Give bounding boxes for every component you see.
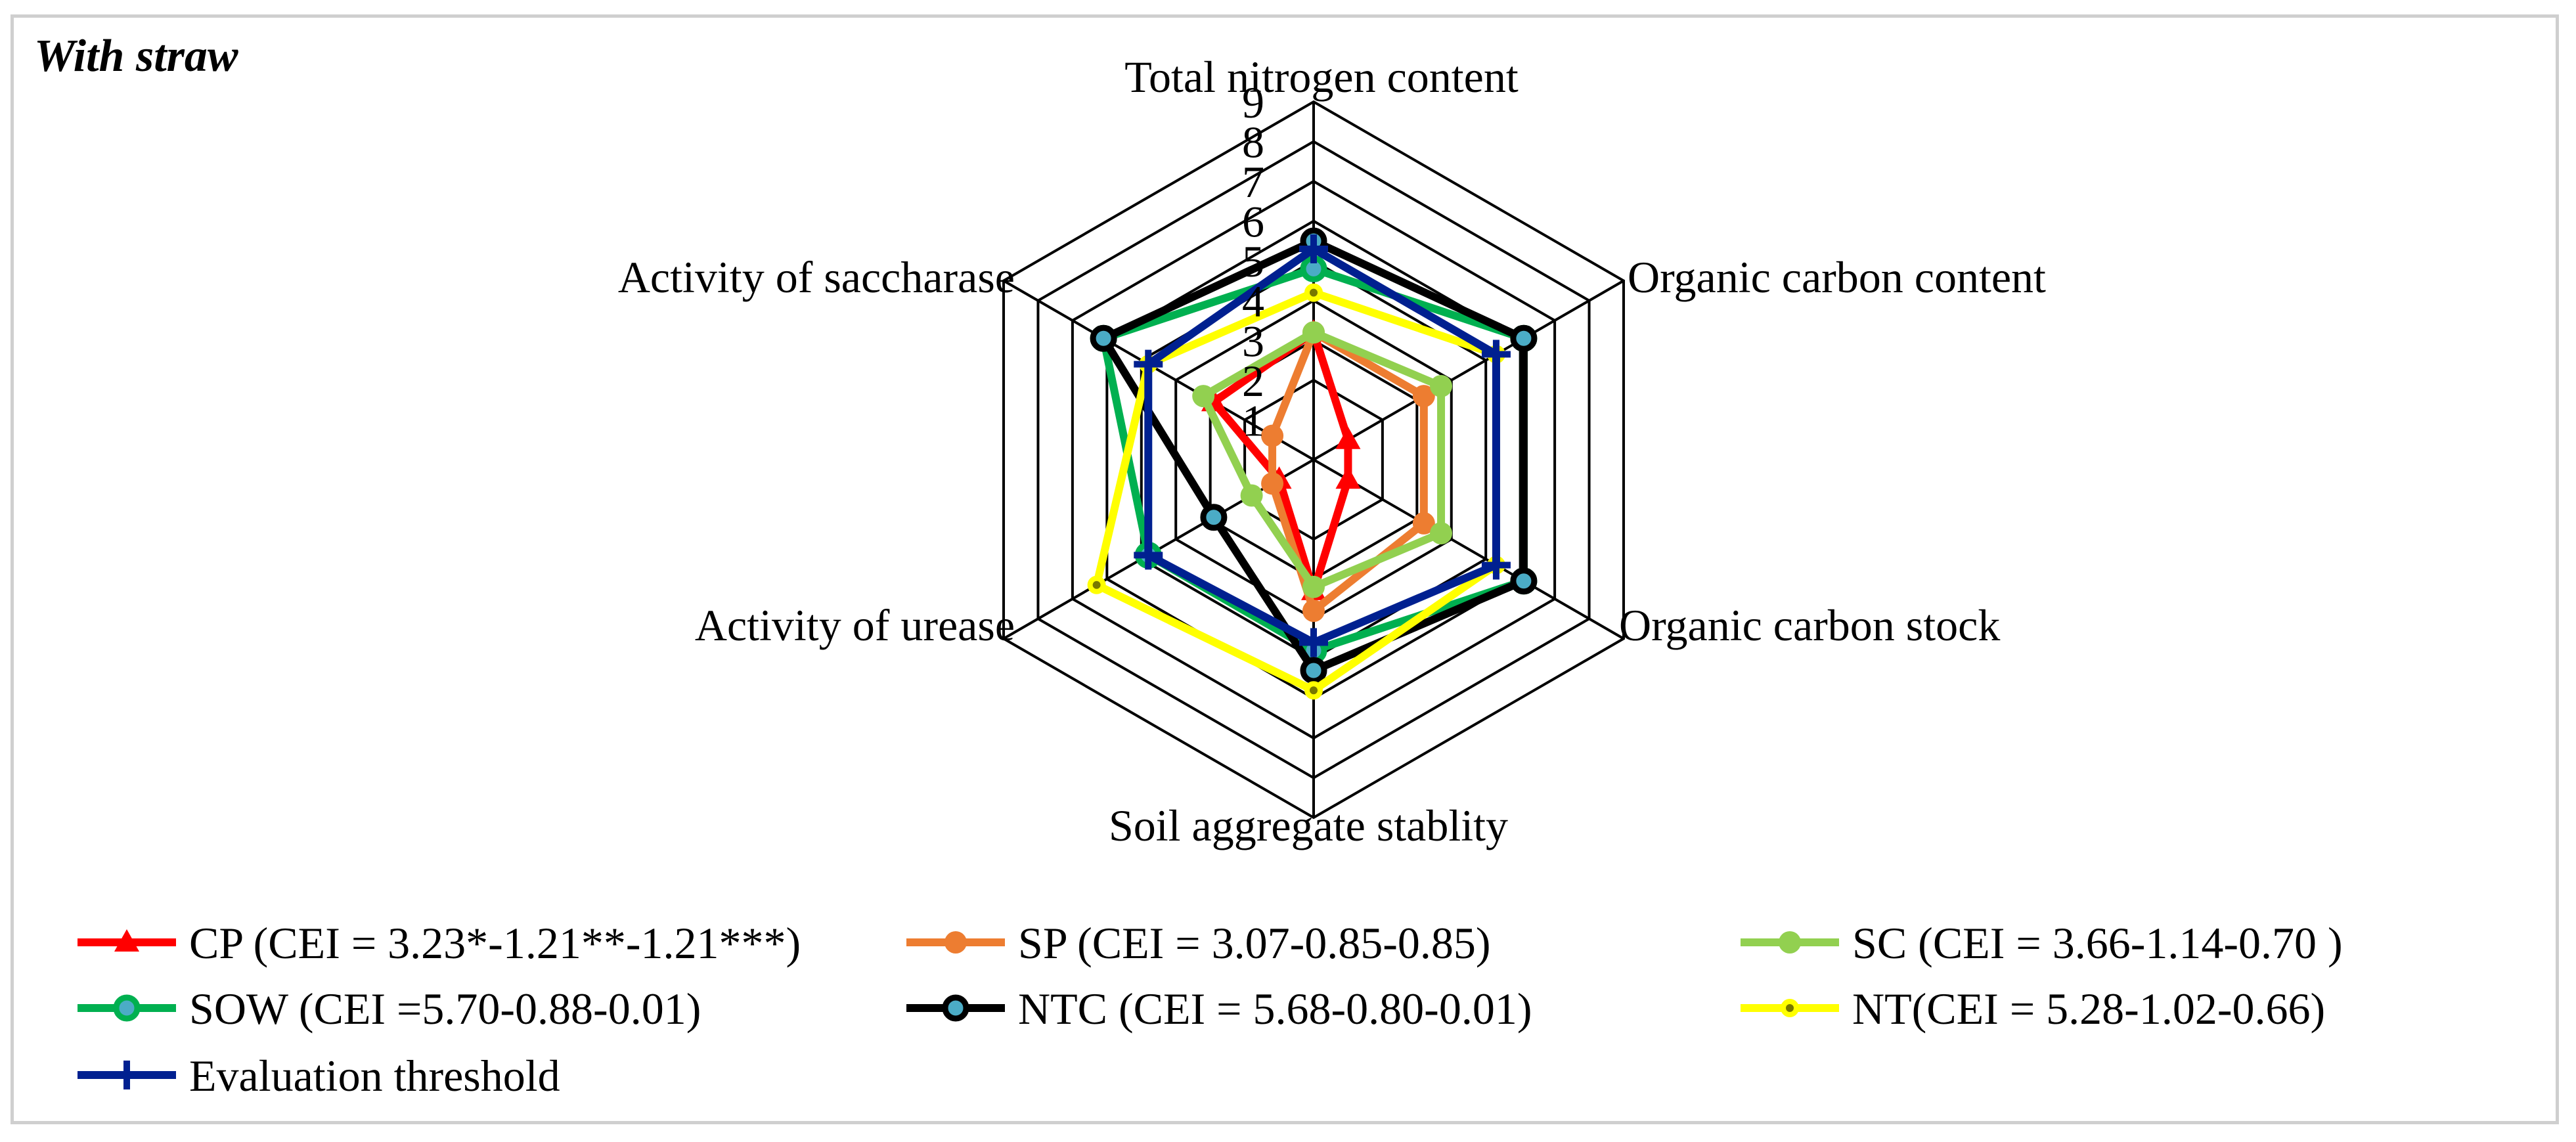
axis-label: Organic carbon content	[1628, 252, 2046, 302]
chart-title: With straw	[34, 31, 238, 81]
series-marker	[1300, 657, 1327, 684]
series-marker	[1335, 466, 1361, 489]
legend-item: SOW (CEI =5.70-0.88-0.01)	[78, 984, 701, 1034]
legend-label: SC (CEI = 3.66-1.14-0.70 )	[1852, 918, 2343, 968]
series-marker	[1087, 575, 1106, 594]
axis-label: Total nitrogen content	[1124, 52, 1519, 102]
legend-item: NT(CEI = 5.28-1.02-0.66)	[1741, 984, 2325, 1034]
radial-tick-label: 7	[1242, 157, 1264, 207]
series-marker	[1240, 484, 1263, 507]
axis-label: Activity of saccharase	[618, 252, 1015, 302]
legend-label: SP (CEI = 3.07-0.85-0.85)	[1018, 918, 1491, 968]
grid-spoke	[1313, 458, 1624, 640]
series-marker	[1781, 999, 1799, 1017]
series-marker	[1412, 385, 1435, 408]
grid-spoke	[1313, 279, 1624, 461]
series-marker	[944, 931, 967, 954]
series-0	[1201, 319, 1361, 600]
series-marker	[1510, 324, 1538, 352]
series-marker	[1430, 522, 1453, 545]
series-marker	[113, 994, 141, 1022]
series-marker	[942, 994, 969, 1022]
legend-label: CP (CEI = 3.23*-1.21**-1.21***)	[189, 918, 801, 968]
radial-tick-label: 5	[1242, 236, 1264, 286]
radial-tick-label: 6	[1242, 197, 1264, 247]
legend-label: Evaluation threshold	[189, 1051, 560, 1101]
series-4	[1090, 227, 1538, 684]
series-marker	[1304, 283, 1323, 302]
series-marker	[1261, 424, 1284, 447]
series-marker	[1302, 600, 1325, 623]
series-marker	[1302, 321, 1325, 344]
series-marker	[1200, 504, 1228, 531]
legend-item: NTC (CEI = 5.68-0.80-0.01)	[906, 984, 1532, 1034]
legend-item: SP (CEI = 3.07-0.85-0.85)	[906, 918, 1491, 968]
legend-label: SOW (CEI =5.70-0.88-0.01)	[189, 984, 701, 1034]
chart-frame	[11, 14, 2559, 1124]
series-marker	[1779, 931, 1801, 954]
radial-tick-label: 9	[1242, 77, 1264, 127]
radial-tick-label: 1	[1242, 395, 1264, 445]
axis-label: Soil aggregate stablity	[1109, 801, 1508, 850]
legend-item: CP (CEI = 3.23*-1.21**-1.21***)	[78, 918, 801, 968]
radial-tick-label: 3	[1242, 316, 1264, 366]
series-marker	[1192, 385, 1215, 408]
radial-tick-label: 2	[1242, 356, 1264, 406]
series-marker	[1261, 472, 1284, 495]
series-2	[1192, 321, 1453, 598]
legend: CP (CEI = 3.23*-1.21**-1.21***) SP (CEI =…	[78, 918, 2343, 1101]
series-marker	[1510, 567, 1538, 595]
series-marker	[1090, 324, 1117, 352]
radial-tick-label: 4	[1242, 276, 1264, 326]
legend-item: Evaluation threshold	[78, 1051, 560, 1101]
axis-label: Activity of urease	[695, 600, 1015, 650]
radial-tick-label: 8	[1242, 118, 1264, 167]
series-marker	[114, 929, 139, 952]
grid-spoke	[1003, 279, 1314, 461]
series-marker	[1430, 374, 1453, 397]
legend-label: NTC (CEI = 5.68-0.80-0.01)	[1018, 984, 1532, 1034]
series-6	[1134, 234, 1511, 657]
legend-label: NT(CEI = 5.28-1.02-0.66)	[1852, 984, 2325, 1034]
axis-label: Organic carbon stock	[1619, 600, 2000, 650]
radar-series	[1087, 227, 1538, 700]
series-marker	[1412, 512, 1435, 535]
series-marker	[1302, 575, 1325, 598]
radar-grid	[1002, 100, 1625, 820]
legend-item: SC (CEI = 3.66-1.14-0.70 )	[1741, 918, 2343, 968]
series-marker	[1304, 681, 1323, 700]
series-marker	[1335, 426, 1361, 449]
